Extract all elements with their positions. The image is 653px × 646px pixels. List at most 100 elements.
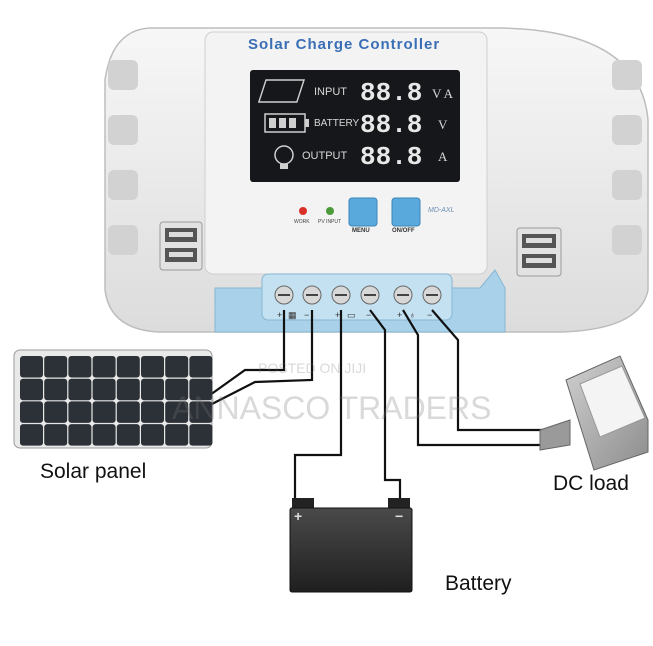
lcd-input-label: INPUT [314,86,347,98]
svg-text:+: + [277,310,282,320]
wire-battery-negative [369,309,402,502]
solar-cell [20,424,43,446]
solar-panel-label: Solar panel [40,460,147,483]
solar-cell [141,378,164,401]
solar-cell [116,378,140,401]
onoff-button-label[interactable]: ON/OFF [392,228,415,234]
wire-solar-negative [209,310,314,406]
solar-cell [141,356,164,378]
solar-cell [20,401,43,423]
svg-text:♁: ♁ [409,310,416,320]
work-led [299,207,307,215]
svg-text:+: + [397,310,402,320]
lcd-screen [250,70,460,182]
solar-cell [44,424,68,446]
menu-button-label[interactable]: MENU [352,228,370,234]
svg-text:▭: ▭ [347,310,356,320]
solar-cell [116,401,140,423]
vent-rib [108,170,138,200]
pv-input-led [326,207,334,215]
svg-text:−: − [366,310,371,320]
solar-cell [165,378,189,401]
solar-cells [20,356,213,446]
solar-cell [20,378,43,401]
battery-post-minus [388,498,410,510]
vent-rib [108,225,138,255]
vent-rib [108,115,138,145]
lcd-input-digits: 88.8 [360,78,423,108]
svg-text:+: + [335,310,340,320]
svg-text:▦: ▦ [288,310,297,320]
terminal-block [261,273,453,321]
solar-panel [13,349,213,449]
vent-rib [108,60,138,90]
watermark-trader: ANNASCO TRADERS [172,390,492,426]
lcd-battery-tip [305,119,309,127]
onoff-button-shape [391,197,421,227]
solar-cell [92,401,116,423]
lcd-battery-digits: 88.8 [360,110,423,140]
wiring [209,309,548,502]
solar-cell [116,356,140,378]
solar-cell [44,401,68,423]
lcd-input-unit: V A [432,86,454,101]
lcd-output-label: OUTPUT [302,150,348,162]
lcd-battery-bar [289,118,296,128]
usb-port-right [516,227,562,277]
solar-cell [165,401,189,423]
solar-cell [44,356,68,378]
solar-cell [20,356,43,378]
svg-text:−: − [304,310,309,320]
battery-plus-mark: + [294,508,303,524]
work-led-label: WORK [294,219,310,225]
solar-cell [68,378,92,401]
solar-cell [189,356,213,378]
lamp-lens [579,365,646,438]
solar-cell [92,424,116,446]
solar-cell [165,356,189,378]
solar-cell [165,424,189,446]
lcd-battery-bar [269,118,276,128]
battery-label: Battery [445,572,512,595]
menu-button-shape [348,197,378,227]
watermark-posted: POSTED ON JIJI [258,360,367,376]
lcd-output-digits: 88.8 [360,142,423,172]
controller-title: Solar Charge Controller [248,36,441,53]
dc-load-floodlight [539,355,649,471]
wire-load-positive [402,309,548,447]
dc-load-label: DC load [553,472,629,495]
terminal-markings: +▦− +▭− +♁− [277,310,432,320]
solar-cell [141,401,164,423]
battery-body [289,507,413,593]
model-label: MD-AXL [428,207,455,214]
lcd-battery-label: BATTERY [314,118,360,129]
solar-cell [189,424,213,446]
solar-cell [92,356,116,378]
battery-post-plus [292,498,314,510]
lcd-bulb-base [280,164,288,169]
charge-controller: +▦− +▭− +♁− [104,27,649,333]
lcd-battery-bar [279,118,286,128]
wire-load-negative [431,309,548,432]
battery-minus-mark: − [395,508,404,524]
terminal-screws [274,285,442,305]
wire-solar-positive [209,310,286,396]
vent-rib [612,170,642,200]
solar-cell [44,378,68,401]
vent-rib [612,115,642,145]
battery [289,498,413,593]
solar-cell [189,401,213,423]
solar-cell [68,424,92,446]
solar-cell [92,378,116,401]
solar-cell [68,356,92,378]
solar-cell [189,378,213,401]
wire-battery-positive [293,310,343,502]
lcd-output-unit: A [438,149,448,164]
lcd-solar-icon [257,79,306,103]
pv-input-led-label: PV INPUT [318,219,342,225]
solar-cell [68,401,92,423]
lamp-bracket [539,419,571,451]
svg-text:−: − [427,310,432,320]
